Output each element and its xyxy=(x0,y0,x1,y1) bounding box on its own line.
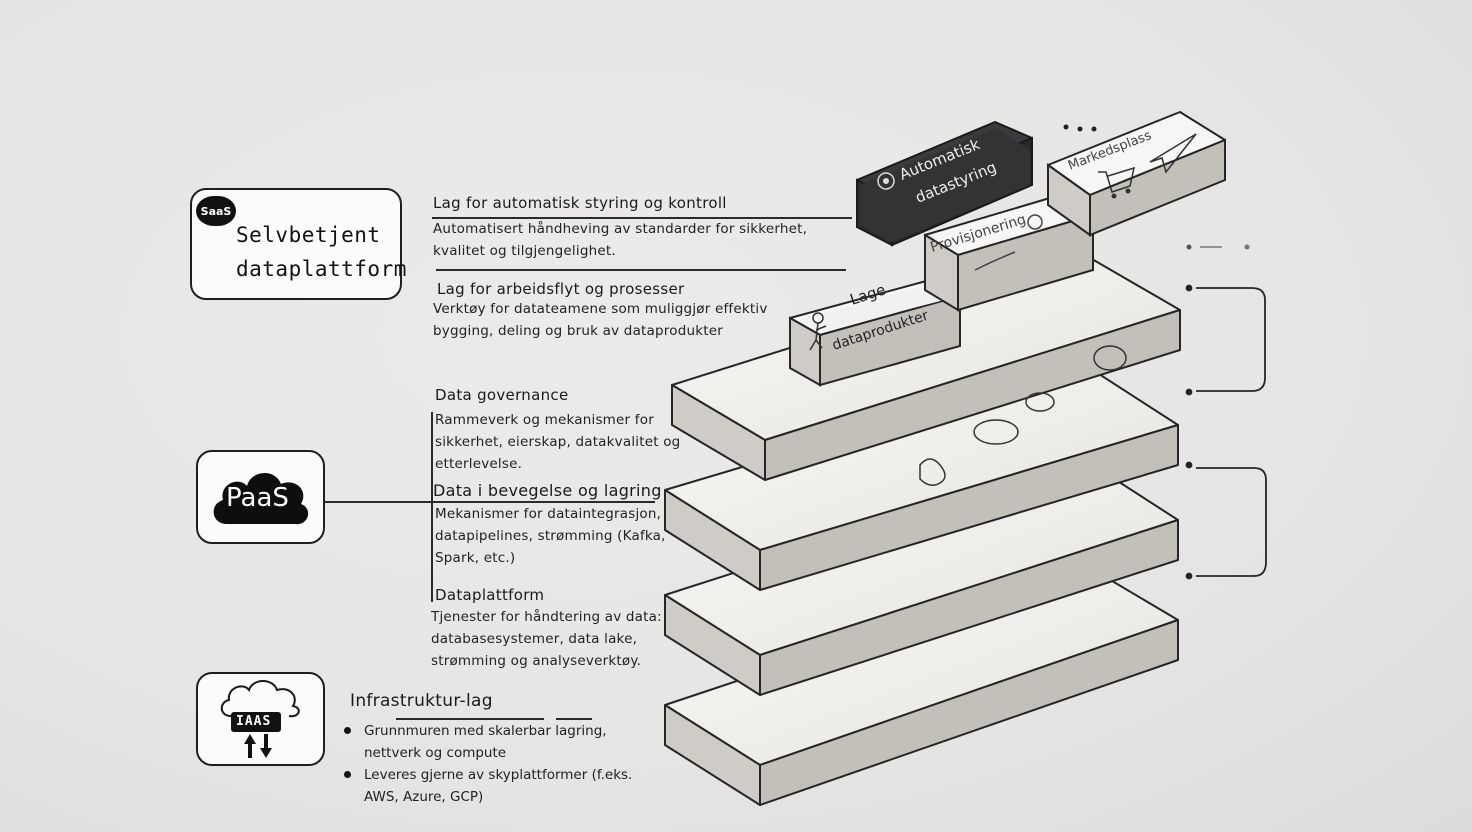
infrastructure-underline-2 xyxy=(556,718,592,720)
worker-icon xyxy=(809,312,827,351)
workflow-desc-line2: bygging, deling og bruk av dataprodukter xyxy=(433,323,723,339)
movement-desc-line1: Mekanismer for dataintegrasjon, xyxy=(435,506,662,522)
movement-desc: Mekanismer for dataintegrasjon, datapipe… xyxy=(435,503,666,569)
platform-desc-line3: strømming og analyseverktøy. xyxy=(431,653,642,669)
movement-slab xyxy=(664,364,1179,591)
automation-desc-line1: Automatisert håndheving av standarder fo… xyxy=(433,221,808,237)
movement-heading: Data i bevegelse og lagring xyxy=(433,481,662,500)
arrows-updown-icon xyxy=(244,734,272,758)
paper-plane-icon xyxy=(1149,133,1197,174)
infrastructure-bullet-2-line1: Leveres gjerne av skyplattformer (f.eks. xyxy=(364,767,633,783)
platform-desc-line2: databasesystemer, data lake, xyxy=(431,631,638,647)
decorative-dots xyxy=(1063,124,1250,250)
saas-badge-label: SaaS xyxy=(200,204,232,218)
infrastructure-bullet-1-line1: Grunnmuren med skalerbar lagring, xyxy=(364,723,607,739)
saas-title: Selvbetjent dataplattform xyxy=(236,218,407,286)
workflow-heading: Lag for arbeidsflyt og prosesser xyxy=(437,280,685,298)
bracket-upper xyxy=(1185,284,1266,396)
iaas-label-box xyxy=(231,712,281,732)
automation-heading: Lag for automatisk styring og kontroll xyxy=(433,194,727,212)
paas-label: PaaS xyxy=(226,483,289,513)
platform-heading: Dataplattform xyxy=(435,586,545,604)
create-dataproducts-module: Lage dataprodukter xyxy=(789,279,961,387)
saas-cloud-icon: SaaS xyxy=(196,196,236,226)
infrastructure-heading: Infrastruktur-lag xyxy=(350,691,493,711)
saas-title-line2: dataplattform xyxy=(236,257,407,281)
infrastructure-bullet-1-line2: nettverk og compute xyxy=(364,745,507,761)
stack-illustration: Lage dataprodukter Provisjonering Automa… xyxy=(664,111,1267,806)
automation-connector-line xyxy=(432,217,852,219)
workflow-desc: Verktøy for datateamene som muliggjør ef… xyxy=(433,298,768,342)
provisioning-module: Provisjonering xyxy=(924,194,1094,312)
movement-desc-line3: Spark, etc.) xyxy=(435,550,516,566)
governance-desc-line2: sikkerhet, eierskap, datakvalitet og xyxy=(435,434,681,450)
governance-desc-line1: Rammeverk og mekanismer for xyxy=(435,412,654,428)
workflow-connector-line xyxy=(436,269,846,271)
bracket-lower xyxy=(1185,461,1267,580)
paas-connector-line xyxy=(325,501,655,503)
automation-desc: Automatisert håndheving av standarder fo… xyxy=(433,218,807,262)
governance-bracket-line xyxy=(431,412,433,602)
automation-desc-line2: kvalitet og tilgjengelighet. xyxy=(433,243,616,259)
infrastructure-bullet-2-line2: AWS, Azure, GCP) xyxy=(364,789,484,805)
infrastructure-bullet-2: Leveres gjerne av skyplattformer (f.eks.… xyxy=(342,764,632,808)
platform-desc: Tjenester for håndtering av data: databa… xyxy=(431,606,662,672)
infrastructure-slab xyxy=(664,564,1179,806)
marketplace-module: Markedsplass xyxy=(1047,111,1226,237)
gear-hand-icon xyxy=(877,172,895,190)
saas-title-line1: Selvbetjent xyxy=(236,223,381,247)
infrastructure-underline-1 xyxy=(396,718,544,720)
workflow-desc-line1: Verktøy for datateamene som muliggjør ef… xyxy=(433,301,768,317)
shopping-cart-icon xyxy=(1098,166,1136,199)
paas-cloud-icon xyxy=(213,472,309,525)
iaas-label: IAAS xyxy=(236,714,272,729)
governance-desc-line3: etterlevelse. xyxy=(435,456,523,472)
infrastructure-bullets: Grunnmuren med skalerbar lagring, nettver… xyxy=(342,720,632,808)
iaas-cloud-icon xyxy=(220,680,300,718)
platform-desc-line1: Tjenester for håndtering av data: xyxy=(431,609,662,625)
governance-heading: Data governance xyxy=(435,386,569,404)
movement-desc-line2: datapipelines, strømming (Kafka, xyxy=(435,528,666,544)
governance-desc: Rammeverk og mekanismer for sikkerhet, e… xyxy=(435,409,680,475)
infrastructure-bullet-1: Grunnmuren med skalerbar lagring, nettver… xyxy=(342,720,632,764)
